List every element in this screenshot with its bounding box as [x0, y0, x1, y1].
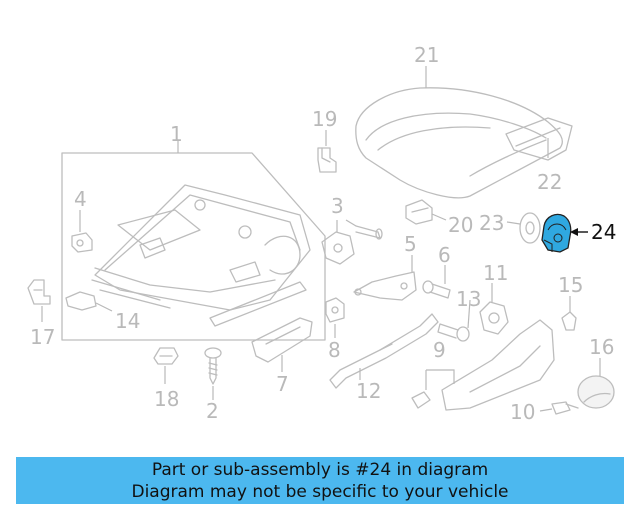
parts-diagram: 1 2 3 4 5 6 7 8 9 10 11 12 13 14 15 16 1… — [27, 43, 616, 424]
label-15: 15 — [558, 273, 583, 297]
label-6: 6 — [438, 243, 451, 267]
label-16: 16 — [589, 335, 614, 359]
part-12-rod — [329, 313, 439, 389]
part-4 — [71, 232, 93, 253]
part-8 — [325, 297, 345, 323]
label-8: 8 — [328, 338, 341, 362]
label-5: 5 — [404, 232, 417, 256]
part-14 — [65, 291, 97, 311]
part-23 — [519, 212, 541, 244]
part-15 — [561, 311, 577, 331]
label-10: 10 — [510, 400, 535, 424]
label-17: 17 — [30, 325, 55, 349]
label-22: 22 — [537, 170, 562, 194]
label-13: 13 — [456, 287, 481, 311]
label-12: 12 — [356, 379, 381, 403]
part-6-bolt — [422, 280, 451, 299]
label-11: 11 — [483, 261, 508, 285]
part-2-screw — [204, 347, 222, 385]
part-5 — [353, 271, 417, 301]
label-23: 23 — [479, 211, 504, 235]
part-21-cushion — [355, 87, 563, 199]
part-7-trim — [251, 317, 313, 363]
label-2: 2 — [206, 399, 219, 423]
part-18 — [153, 347, 179, 365]
label-21: 21 — [414, 43, 439, 67]
part-22 — [505, 117, 573, 161]
part-11-plate — [479, 301, 509, 335]
part-16-knob — [577, 375, 615, 409]
label-14: 14 — [115, 309, 140, 333]
banner-disclaimer-line: Diagram may not be specific to your vehi… — [131, 481, 509, 502]
part-9-side-shield — [411, 319, 555, 411]
part-20 — [405, 199, 433, 225]
label-24: 24 — [591, 220, 616, 244]
label-7: 7 — [276, 372, 289, 396]
banner-part-line: Part or sub-assembly is #24 in diagram — [151, 459, 489, 480]
part-10-screw — [551, 401, 579, 415]
label-19: 19 — [312, 107, 337, 131]
label-1: 1 — [170, 122, 183, 146]
part-19-bracket — [317, 147, 337, 173]
part-17 — [27, 279, 51, 305]
label-3: 3 — [331, 194, 344, 218]
info-banner: Part or sub-assembly is #24 in diagram D… — [16, 457, 624, 504]
part-13-bolt — [437, 323, 470, 342]
label-9: 9 — [433, 338, 446, 362]
label-4: 4 — [74, 187, 87, 211]
label-20: 20 — [448, 213, 473, 237]
part-3 — [321, 225, 383, 265]
part-24-highlighted — [541, 213, 572, 253]
part-1-seat-frame — [61, 152, 326, 341]
label-18: 18 — [154, 387, 179, 411]
